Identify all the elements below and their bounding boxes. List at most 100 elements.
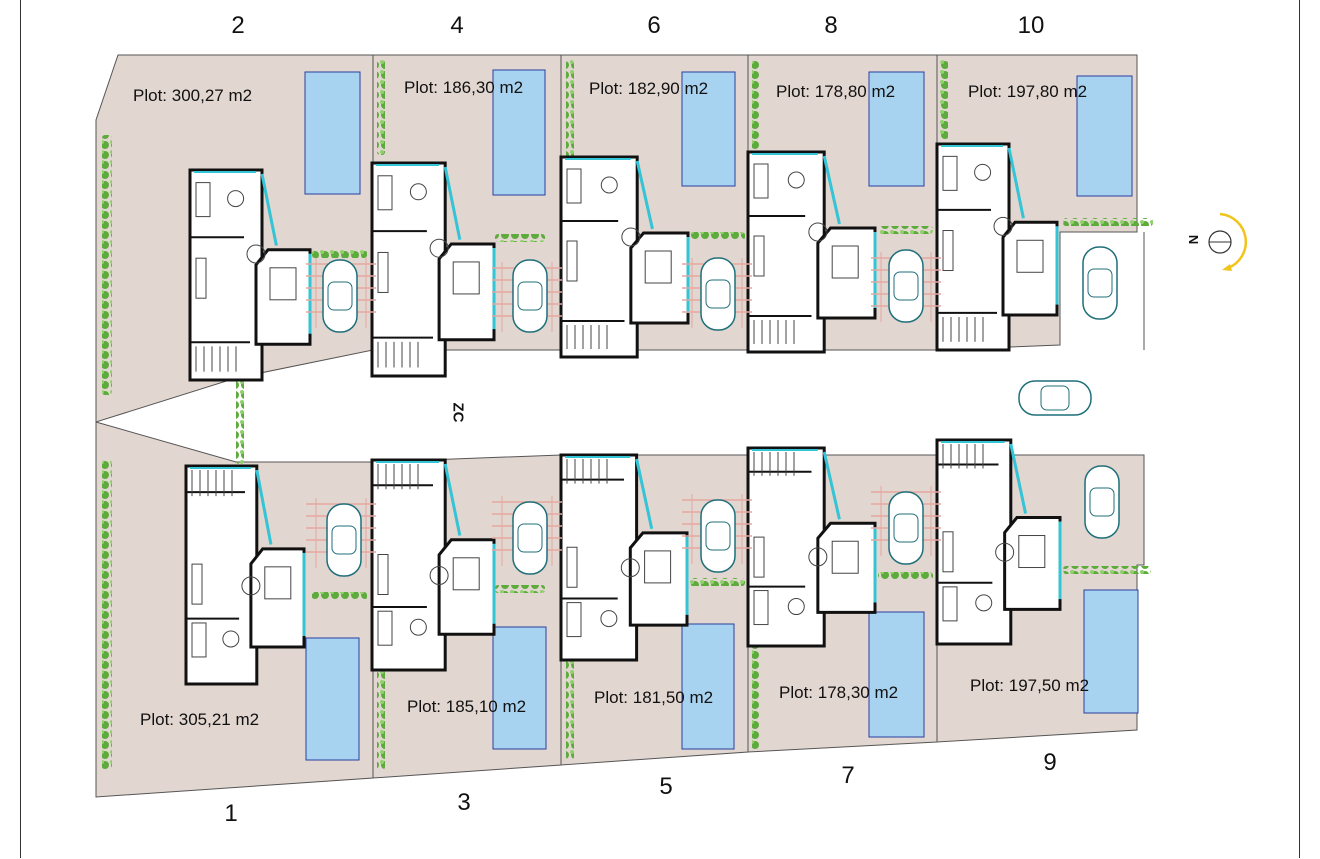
- pool-icon: [304, 71, 361, 195]
- plot-area-7: Plot: 178,30 m2: [779, 683, 899, 702]
- kitchen-counter: [942, 531, 954, 573]
- car-roof: [893, 513, 919, 543]
- sofa: [377, 175, 393, 211]
- glazing: [635, 458, 654, 530]
- coffee-table: [600, 610, 618, 628]
- car-icon: [1018, 380, 1092, 416]
- plot-area-5: Plot: 181,50 m2: [594, 688, 714, 707]
- pool-icon: [868, 71, 925, 187]
- hedge-icon: [102, 460, 112, 770]
- kitchen-counter: [942, 230, 954, 272]
- dining-table: [246, 244, 266, 264]
- house-wall: [559, 453, 639, 662]
- bed: [831, 540, 859, 574]
- hedge-icon: [377, 670, 385, 770]
- glazing: [822, 155, 841, 225]
- house-wall: [370, 161, 447, 378]
- car-body: [326, 503, 362, 577]
- glazing: [260, 173, 278, 246]
- car-roof: [705, 279, 731, 309]
- sofa: [942, 586, 958, 622]
- house-wall: [184, 464, 259, 686]
- bed: [644, 250, 672, 284]
- bedroom-wing: [249, 547, 306, 649]
- bedroom-wing: [629, 231, 690, 325]
- plot-area-8: Plot: 178,80 m2: [776, 82, 896, 101]
- car-icon: [888, 491, 924, 565]
- plot-number-9: 9: [1043, 749, 1057, 776]
- car-roof: [327, 281, 353, 311]
- car-body: [700, 499, 736, 573]
- hedge-icon: [752, 640, 760, 750]
- sofa: [566, 168, 582, 204]
- car-icon: [700, 257, 736, 331]
- hedge-icon: [566, 60, 574, 160]
- sofa: [753, 590, 769, 626]
- bed: [1018, 535, 1046, 569]
- plot-area-1: Plot: 305,21 m2: [140, 710, 260, 729]
- coffee-table: [409, 618, 427, 636]
- house-wall: [935, 142, 1011, 352]
- compass-north-label: N: [1186, 234, 1202, 245]
- car-icon: [512, 501, 548, 575]
- kitchen-counter: [566, 240, 578, 282]
- hedge-icon: [690, 578, 745, 586]
- coffee-table: [409, 183, 427, 201]
- hedge-icon: [495, 585, 545, 593]
- kitchen-counter: [566, 546, 578, 588]
- hedges: [102, 60, 1153, 770]
- bedroom-wing: [1001, 220, 1059, 317]
- kitchen-counter: [191, 563, 203, 605]
- sofa: [753, 163, 769, 199]
- glazing: [443, 166, 462, 240]
- house-1: [184, 464, 306, 686]
- coffee-table: [974, 163, 992, 181]
- pools: [304, 69, 1139, 761]
- bed: [1016, 239, 1044, 273]
- car-body: [1018, 380, 1092, 416]
- sofa: [191, 622, 207, 658]
- hedge-icon: [1063, 218, 1153, 226]
- coffee-table: [787, 598, 805, 616]
- bed: [264, 566, 292, 600]
- car-icon: [888, 249, 924, 323]
- bedroom-wing: [254, 248, 312, 346]
- pool-icon: [1076, 75, 1133, 197]
- dining-table: [993, 216, 1013, 236]
- car-icon: [700, 499, 736, 573]
- pool-icon: [681, 71, 736, 187]
- car-body: [1082, 246, 1118, 320]
- coffee-table: [227, 190, 245, 208]
- bedroom-wing: [816, 521, 877, 614]
- plot-number-1: 1: [224, 800, 238, 827]
- house-wall: [746, 446, 826, 648]
- cars: [306, 246, 1120, 577]
- car-body: [888, 491, 924, 565]
- plot-number-8: 8: [824, 12, 838, 39]
- glazing: [443, 463, 462, 536]
- hedge-icon: [312, 250, 367, 258]
- house-10: [935, 142, 1059, 352]
- car-icon: [1084, 465, 1120, 539]
- car-body: [322, 259, 358, 333]
- road-label: ZC: [449, 402, 467, 423]
- coffee-table: [975, 594, 993, 612]
- house-6: [559, 155, 690, 359]
- bed: [831, 245, 859, 279]
- dining-table: [621, 227, 641, 247]
- plot-number-7: 7: [841, 762, 855, 789]
- sofa: [566, 602, 582, 638]
- pool-icon: [492, 69, 546, 196]
- coffee-table: [600, 176, 618, 194]
- pool-icon: [492, 626, 547, 750]
- hedge-icon: [1063, 566, 1151, 574]
- hedge-icon: [878, 226, 933, 234]
- car-body: [512, 501, 548, 575]
- kitchen-counter: [753, 536, 765, 578]
- plot-area-9: Plot: 197,50 m2: [970, 676, 1090, 695]
- dining-table: [808, 547, 828, 567]
- coffee-table: [787, 171, 805, 189]
- plot-number-5: 5: [659, 773, 673, 800]
- plot-area-10: Plot: 197,80 m2: [968, 82, 1088, 101]
